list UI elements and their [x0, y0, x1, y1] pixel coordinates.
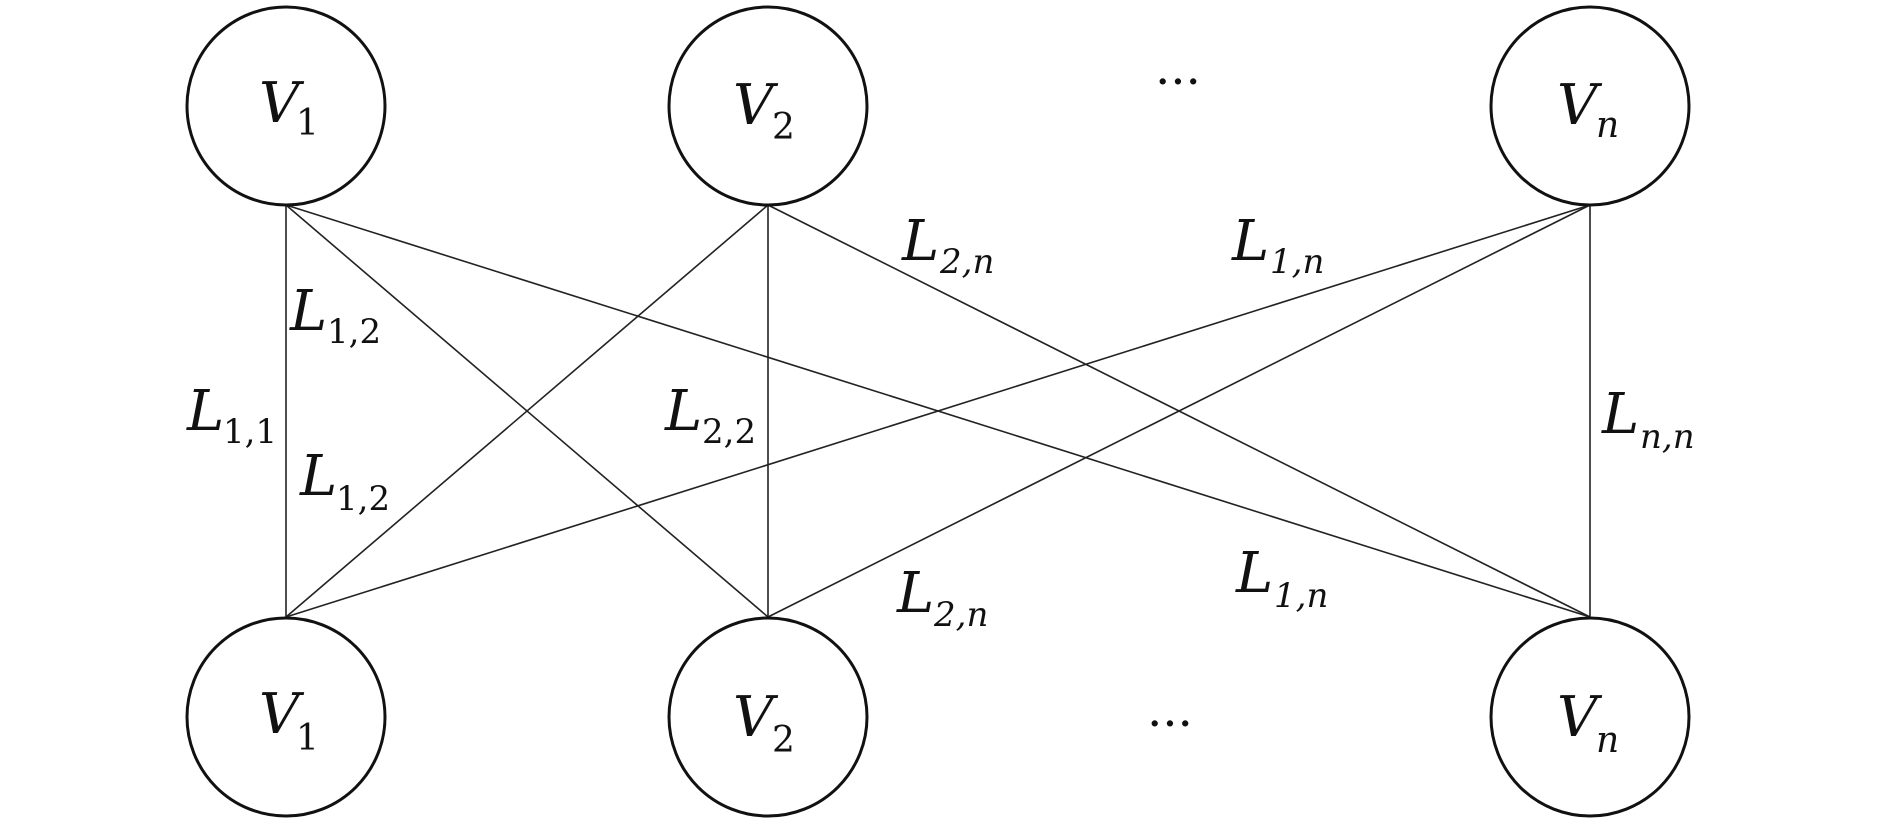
node-label-main: V [1557, 685, 1603, 750]
bottom-node-v1: V 1 [185, 616, 387, 818]
top-ellipsis: ··· [1155, 54, 1201, 110]
edge-label-l22: L 2,2 [664, 379, 756, 452]
node-label-main: V [259, 682, 305, 747]
edge-vn-v1 [285, 204, 1591, 618]
node-label-sub: 2 [772, 107, 795, 148]
edge-label-main: L [1601, 382, 1639, 447]
bottom-ellipsis: ··· [1147, 696, 1193, 752]
edge-label-sub: 2,n [933, 595, 988, 635]
top-node-v2: V 2 [667, 5, 869, 207]
edge-label-sub: 1,2 [327, 312, 381, 352]
top-node-v1: V 1 [185, 5, 387, 207]
edge-label-l12-bottom: L 1,2 [299, 444, 390, 519]
edge-label-l2n-bottom: L 2,n [896, 561, 988, 635]
edge-label-main: L [896, 561, 934, 626]
edge-label-sub: n,n [1640, 417, 1695, 457]
top-node-vn: V n [1489, 5, 1691, 207]
node-label-sub: n [1596, 720, 1619, 761]
edge-label-main: L [299, 444, 337, 509]
edge-label-sub: 1,n [1270, 242, 1324, 282]
edge-vn-v2 [767, 204, 1591, 618]
edge-label-main: L [664, 379, 702, 444]
bottom-node-v2: V 2 [667, 616, 869, 818]
edge-label-l1n-bottom: L 1,n [1235, 541, 1328, 616]
edge-label-main: L [1235, 541, 1273, 606]
node-label-sub: 1 [296, 718, 319, 759]
edge-label-main: L [289, 279, 327, 344]
edge-label-l12-top: L 1,2 [289, 279, 381, 352]
node-label-sub: n [1596, 105, 1619, 146]
node-label-main: V [733, 73, 779, 138]
edge-v2-v1 [285, 204, 769, 618]
edge-label-main: L [901, 209, 939, 274]
node-label-main: V [733, 685, 779, 750]
edge-label-sub: 1,2 [336, 479, 390, 519]
edge-label-sub: 1,n [1274, 576, 1328, 616]
edge-label-sub: 2,n [939, 242, 994, 282]
edge-label-lnn: L n,n [1601, 382, 1695, 457]
node-label-sub: 1 [296, 103, 319, 144]
edge-label-sub: 1,1 [223, 412, 277, 452]
edge-label-l2n-top: L 2,n [901, 209, 994, 282]
edge-label-l1n-top: L 1,n [1231, 209, 1324, 282]
edge-label-sub: 2,2 [702, 412, 756, 452]
node-label-main: V [1557, 73, 1603, 138]
bottom-node-vn: V n [1489, 616, 1691, 818]
edge-label-main: L [1231, 209, 1269, 274]
node-label-main: V [259, 71, 305, 136]
edge-label-l11: L 1,1 [186, 379, 277, 452]
edges [285, 204, 1591, 618]
node-label-sub: 2 [772, 720, 795, 761]
edge-label-main: L [186, 379, 224, 444]
